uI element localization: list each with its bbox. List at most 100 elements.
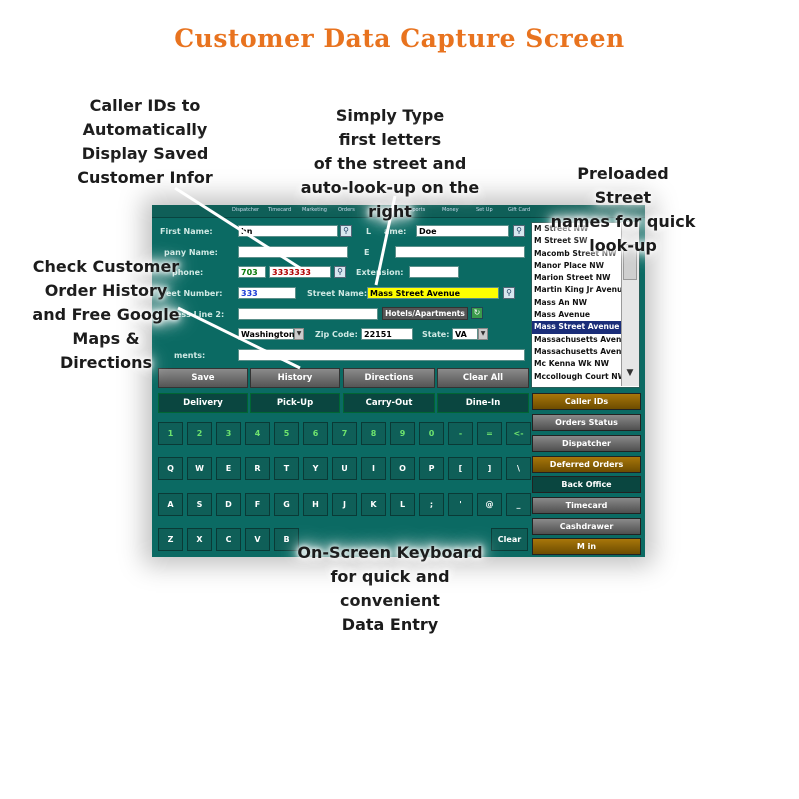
key-at[interactable]: @ xyxy=(477,493,502,516)
search-icon[interactable]: ⚲ xyxy=(334,266,346,278)
key-k[interactable]: K xyxy=(361,493,386,516)
key-r[interactable]: R xyxy=(245,457,270,480)
street-item[interactable]: Mass An NW xyxy=(534,297,588,307)
key-o[interactable]: O xyxy=(390,457,415,480)
key-b[interactable]: B xyxy=(274,528,299,551)
first-name-input[interactable]: hn xyxy=(238,225,338,237)
key-5[interactable]: 5 xyxy=(274,422,299,445)
street-item[interactable]: Manor Place NW xyxy=(534,260,605,270)
key-1[interactable]: 1 xyxy=(158,422,183,445)
key-g[interactable]: G xyxy=(274,493,299,516)
menu-item[interactable]: Set Up xyxy=(476,207,493,213)
key-j[interactable]: J xyxy=(332,493,357,516)
dine-in-button[interactable]: Dine-In xyxy=(437,393,529,413)
key-right-bracket[interactable]: ] xyxy=(477,457,502,480)
key-equals[interactable]: = xyxy=(477,422,502,445)
key-6[interactable]: 6 xyxy=(303,422,328,445)
key-q[interactable]: Q xyxy=(158,457,183,480)
key-4[interactable]: 4 xyxy=(245,422,270,445)
scrollbar-thumb[interactable] xyxy=(623,244,637,280)
key-a[interactable]: A xyxy=(158,493,183,516)
email-input[interactable] xyxy=(395,246,525,258)
menu-item[interactable]: Orders xyxy=(338,207,355,213)
street-item[interactable]: Marion Street NW xyxy=(534,273,611,283)
deferred-orders-button[interactable]: Deferred Orders xyxy=(532,456,641,473)
company-input[interactable] xyxy=(238,246,348,258)
chevron-down-icon[interactable]: ▼ xyxy=(478,328,488,340)
caller-ids-button[interactable]: Caller IDs xyxy=(532,393,641,410)
key-c[interactable]: C xyxy=(216,528,241,551)
key-8[interactable]: 8 xyxy=(361,422,386,445)
key-backspace[interactable]: <- xyxy=(506,422,531,445)
menu-item[interactable]: Money xyxy=(442,207,459,213)
key-0[interactable]: 0 xyxy=(419,422,444,445)
key-i[interactable]: I xyxy=(361,457,386,480)
street-item[interactable]: Massachusetts Avenue xyxy=(534,346,632,356)
clear-all-button[interactable]: Clear All xyxy=(437,368,529,388)
street-item[interactable]: Massachusetts Avenue xyxy=(534,334,632,344)
history-button[interactable]: History xyxy=(250,368,340,388)
key-7[interactable]: 7 xyxy=(332,422,357,445)
scroll-down-icon[interactable]: ▼ xyxy=(626,368,634,378)
key-3[interactable]: 3 xyxy=(216,422,241,445)
phone-area-input[interactable]: 703 xyxy=(238,266,266,278)
street-item[interactable]: Mass Avenue xyxy=(534,310,591,320)
chevron-down-icon[interactable]: ▼ xyxy=(294,328,304,340)
street-item[interactable]: M Street SW xyxy=(534,236,588,246)
back-office-button[interactable]: Back Office xyxy=(532,476,641,493)
key-underscore[interactable]: _ xyxy=(506,493,531,516)
key-v[interactable]: V xyxy=(245,528,270,551)
key-h[interactable]: H xyxy=(303,493,328,516)
key-minus[interactable]: - xyxy=(448,422,473,445)
key-t[interactable]: T xyxy=(274,457,299,480)
city-select[interactable]: Washington xyxy=(238,328,295,340)
street-name-input[interactable]: Mass Street Avenue xyxy=(367,287,499,299)
key-l[interactable]: L xyxy=(390,493,415,516)
street-item[interactable]: Martin King Jr Avenue xyxy=(534,285,628,295)
cashdrawer-button[interactable]: Cashdrawer xyxy=(532,518,641,535)
street-item[interactable]: Macomb Street NW xyxy=(534,248,617,258)
key-z[interactable]: Z xyxy=(158,528,183,551)
menu-item[interactable]: Marketing xyxy=(302,207,327,213)
street-list-scrollbar[interactable]: ▼ xyxy=(621,222,639,386)
hotels-apartments-button[interactable]: Hotels/Apartments xyxy=(382,307,468,320)
key-backslash[interactable]: \ xyxy=(506,457,531,480)
menu-item[interactable]: Gift Card xyxy=(508,207,531,213)
phone-number-input[interactable]: 3333333 xyxy=(269,266,331,278)
key-e[interactable]: E xyxy=(216,457,241,480)
key-semicolon[interactable]: ; xyxy=(419,493,444,516)
key-p[interactable]: P xyxy=(419,457,444,480)
key-u[interactable]: U xyxy=(332,457,357,480)
comments-input[interactable] xyxy=(238,349,525,361)
key-w[interactable]: W xyxy=(187,457,212,480)
street-item-selected[interactable]: Mass Street Avenue xyxy=(532,321,639,334)
key-f[interactable]: F xyxy=(245,493,270,516)
pick-up-button[interactable]: Pick-Up xyxy=(250,393,340,413)
key-2[interactable]: 2 xyxy=(187,422,212,445)
delivery-button[interactable]: Delivery xyxy=(158,393,248,413)
key-y[interactable]: Y xyxy=(303,457,328,480)
last-name-input[interactable]: Doe xyxy=(416,225,509,237)
zip-input[interactable]: 22151 xyxy=(361,328,413,340)
key-apostrophe[interactable]: ' xyxy=(448,493,473,516)
directions-button[interactable]: Directions xyxy=(343,368,435,388)
main-button[interactable]: M in xyxy=(532,538,641,555)
carry-out-button[interactable]: Carry-Out xyxy=(343,393,435,413)
extension-input[interactable] xyxy=(409,266,459,278)
street-number-input[interactable]: 333 xyxy=(238,287,296,299)
key-9[interactable]: 9 xyxy=(390,422,415,445)
search-icon[interactable]: ⚲ xyxy=(340,225,352,237)
street-item[interactable]: Mccollough Court NW xyxy=(534,371,627,381)
search-icon[interactable]: ⚲ xyxy=(503,287,515,299)
key-x[interactable]: X xyxy=(187,528,212,551)
timecard-button[interactable]: Timecard xyxy=(532,497,641,514)
state-select[interactable]: VA xyxy=(452,328,478,340)
street-item[interactable]: Mc Kenna Wk NW xyxy=(534,359,609,369)
refresh-icon[interactable]: ↻ xyxy=(471,307,483,319)
address2-input[interactable] xyxy=(238,308,378,320)
key-clear[interactable]: Clear xyxy=(491,528,528,551)
menu-item[interactable]: Dispatcher xyxy=(232,207,260,213)
key-d[interactable]: D xyxy=(216,493,241,516)
dispatcher-button[interactable]: Dispatcher xyxy=(532,435,641,452)
orders-status-button[interactable]: Orders Status xyxy=(532,414,641,431)
